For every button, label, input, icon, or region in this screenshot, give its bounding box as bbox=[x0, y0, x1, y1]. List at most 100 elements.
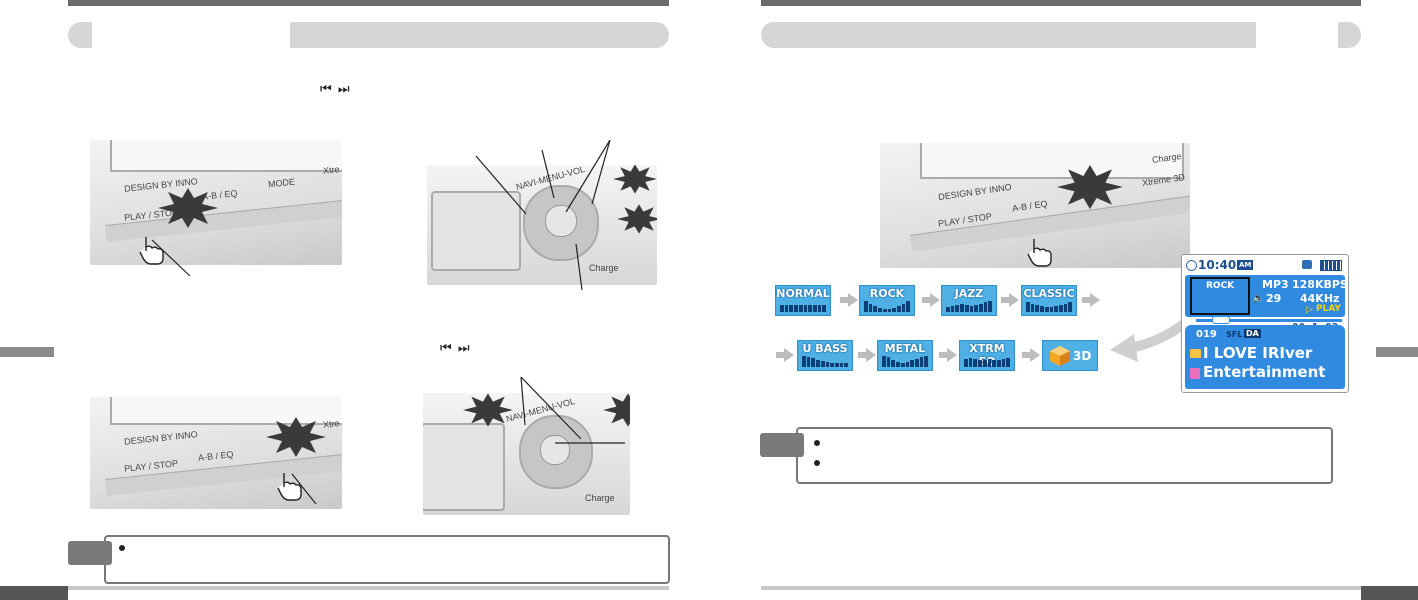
eq-mode-label: U BASS bbox=[802, 342, 848, 355]
eq-mode-label: XTRM EQ bbox=[969, 342, 1005, 368]
right-edge-tab bbox=[1376, 347, 1418, 357]
left-edge-tab bbox=[0, 347, 54, 357]
next-arrow-icon bbox=[939, 348, 957, 362]
lcd-bitrate: 128KBPS bbox=[1292, 278, 1348, 291]
next-arrow-icon bbox=[858, 348, 876, 362]
device-screen bbox=[110, 140, 342, 172]
left-note-box bbox=[104, 535, 670, 584]
speaker-icon: 🔈 bbox=[1252, 293, 1265, 304]
clock-icon bbox=[1186, 260, 1197, 271]
press-burst-icon bbox=[266, 417, 326, 457]
device-photo-ab-eq: DESIGN BY INNO PLAY / STOP A-B / EQ Char… bbox=[880, 143, 1190, 268]
press-burst-icon bbox=[617, 204, 657, 234]
eq-mode-u-bass: U BASS bbox=[797, 340, 853, 371]
right-note-label bbox=[760, 433, 804, 457]
callout-lines bbox=[475, 140, 611, 290]
lcd-samplerate: 44KHz bbox=[1300, 292, 1340, 305]
lcd-artist: Entertainment bbox=[1203, 363, 1326, 381]
lcd-am: AM bbox=[1237, 260, 1254, 270]
skip-back-forward-icon: ⏮ ⏭ bbox=[320, 82, 351, 97]
lcd-progress-thumb bbox=[1212, 316, 1230, 324]
eq-mode-label: CLASSIC bbox=[1023, 287, 1075, 300]
lcd-track-panel bbox=[1185, 325, 1345, 389]
label-design-by-inno: DESIGN BY INNO bbox=[937, 181, 1013, 203]
label-design-by-inno: DESIGN BY INNO bbox=[123, 429, 199, 447]
callout-lines bbox=[520, 376, 625, 444]
label-mode: MODE bbox=[267, 176, 296, 190]
press-burst-icon bbox=[613, 165, 657, 194]
hand-pointer-icon bbox=[277, 473, 302, 501]
note-bullet bbox=[119, 545, 125, 551]
eq-mode-label: JAZZ bbox=[954, 287, 984, 300]
eq-mode-metal: METAL bbox=[877, 340, 933, 371]
left-page-corner bbox=[0, 586, 68, 600]
right-header-title-area bbox=[1256, 22, 1338, 48]
press-burst-icon bbox=[158, 188, 218, 228]
eq-bars-icon bbox=[780, 300, 827, 312]
eq-mode-3d: 3D bbox=[1042, 340, 1098, 371]
label-charge: Charge bbox=[589, 263, 619, 273]
eq-mode-xtrm-eq: XTRM EQ bbox=[959, 340, 1015, 371]
right-top-rule bbox=[761, 0, 1361, 6]
eq-bars-icon bbox=[864, 300, 911, 312]
next-arrow-icon bbox=[1082, 293, 1100, 307]
device-lcd-window bbox=[431, 191, 521, 271]
eq-mode-normal: NORMAL bbox=[775, 285, 831, 316]
next-arrow-icon bbox=[840, 293, 858, 307]
next-arrow-icon bbox=[1001, 293, 1019, 307]
navi-joystick-center bbox=[545, 205, 577, 237]
right-bottom-rule bbox=[761, 586, 1361, 590]
left-top-rule bbox=[68, 0, 669, 6]
eq-mode-label: ROCK bbox=[869, 287, 905, 300]
device-lcd-window bbox=[423, 423, 505, 511]
left-header-title-area bbox=[92, 22, 290, 48]
lcd-progress-track bbox=[1196, 319, 1342, 322]
eq-mode-classic: CLASSIC bbox=[1021, 285, 1077, 316]
play-icon: ▷ bbox=[1306, 305, 1313, 315]
navi-joystick-center bbox=[540, 435, 570, 465]
skip-back-forward-icon-2: ⏮ ⏭ bbox=[440, 341, 471, 356]
label-charge: Charge bbox=[585, 493, 615, 503]
lock-icon bbox=[1302, 260, 1312, 269]
eq-mode-label: NORMAL bbox=[776, 287, 830, 300]
note-bullet bbox=[814, 460, 820, 466]
lcd-track: 019 bbox=[1196, 329, 1217, 340]
lcd-eq-box bbox=[1190, 277, 1250, 315]
eq-mode-label: METAL bbox=[884, 342, 926, 355]
folder-icon bbox=[1190, 349, 1201, 358]
press-burst-icon bbox=[1057, 165, 1123, 209]
music-note-icon bbox=[1190, 368, 1200, 379]
eq-bars-icon bbox=[882, 355, 929, 367]
eq-3d-label: 3D bbox=[1073, 349, 1092, 363]
right-page-corner bbox=[1361, 586, 1418, 600]
note-bullet bbox=[814, 440, 820, 446]
device-screen bbox=[920, 143, 1184, 179]
next-arrow-icon bbox=[776, 348, 794, 362]
eq-mode-rock: ROCK bbox=[859, 285, 915, 316]
press-burst-icon bbox=[463, 393, 513, 427]
battery-icon bbox=[1320, 260, 1342, 271]
next-arrow-icon bbox=[922, 293, 940, 307]
device-photo-mode: DESIGN BY INNO PLAY / STOP A-B / EQ Xtre bbox=[90, 397, 342, 509]
lcd-eq: ROCK bbox=[1206, 281, 1235, 291]
eq-bars-icon bbox=[802, 355, 849, 367]
label-xtreme: Xtre bbox=[322, 164, 340, 176]
right-note-box bbox=[796, 427, 1333, 484]
device-screen bbox=[110, 397, 342, 425]
eq-bars-icon bbox=[946, 300, 993, 312]
lcd-sfl: SFL bbox=[1226, 330, 1243, 339]
hand-pointer-icon bbox=[1027, 239, 1052, 267]
lcd-state: PLAY bbox=[1316, 304, 1341, 314]
label-ab-eq: A-B / EQ bbox=[197, 449, 234, 463]
lcd-info-panel bbox=[1185, 275, 1345, 317]
left-bottom-rule bbox=[68, 586, 669, 590]
left-note-label bbox=[68, 541, 112, 565]
lcd-format: MP3 bbox=[1262, 278, 1289, 291]
player-lcd-display: 10:40 AM ROCK MP3 128KBPS 🔈 29 44KHz ▷ P… bbox=[1181, 254, 1349, 393]
device-photo-play-stop: DESIGN BY INNO PLAY / STOP A-B / EQ MODE… bbox=[90, 140, 342, 265]
device-photo-navi-press: NAVI-MENU-VOL Charge bbox=[423, 393, 630, 515]
eq-mode-jazz: JAZZ bbox=[941, 285, 997, 316]
eq-bars-icon bbox=[1026, 300, 1073, 312]
lcd-time: 10:40 bbox=[1198, 258, 1237, 272]
device-photo-navi-menu: NAVI-MENU-VOL Charge bbox=[427, 165, 657, 285]
